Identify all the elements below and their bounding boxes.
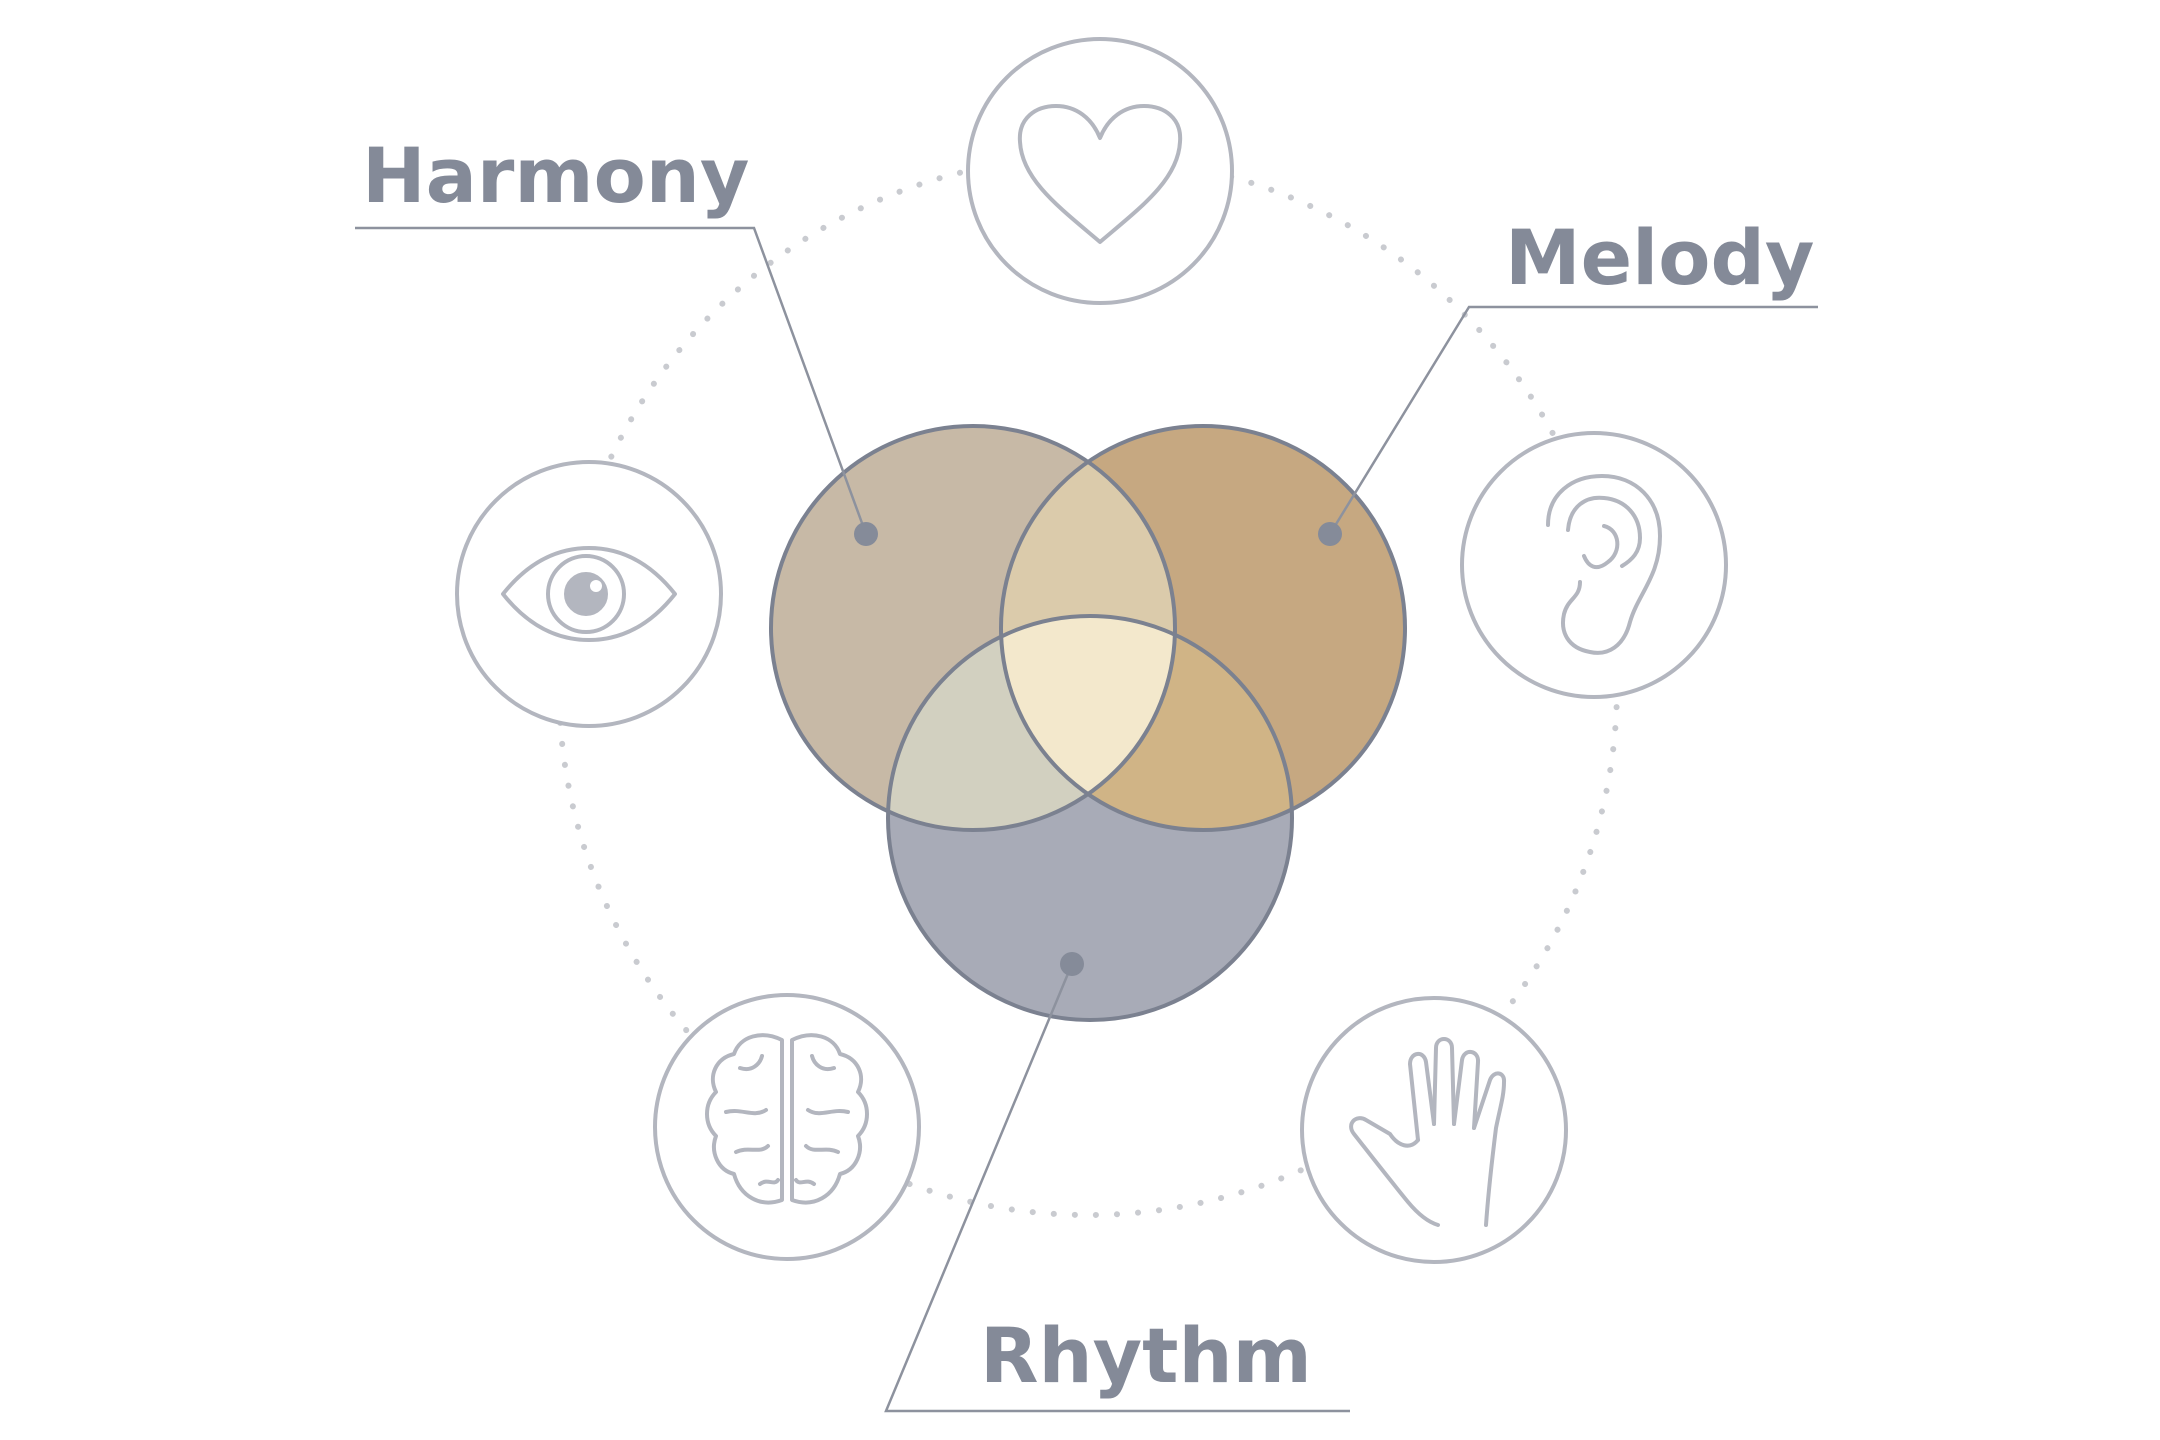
eye-icon — [501, 546, 677, 642]
leader-lines — [355, 226, 1818, 1413]
melody-dot — [1318, 522, 1342, 546]
leader-dots — [854, 522, 1342, 976]
rhythm-dot — [1060, 952, 1084, 976]
melody-leader — [1328, 305, 1818, 535]
venn-circles — [769, 424, 1407, 1022]
rhythm-label: Rhythm — [980, 1311, 1312, 1400]
harmony-leader — [355, 226, 868, 535]
harmony-dot — [854, 522, 878, 546]
hand-icon-badge — [1300, 996, 1568, 1264]
rhythm-outline — [886, 614, 1294, 1022]
hand-icon — [1349, 1037, 1507, 1227]
harmony-outline — [769, 424, 1177, 832]
heart-icon-badge — [966, 37, 1234, 305]
heart-icon — [1017, 104, 1183, 244]
brain-icon-badge — [653, 993, 921, 1261]
rhythm-leader — [884, 963, 1350, 1413]
sense-icons — [455, 37, 1728, 1264]
melody-label: Melody — [1505, 213, 1814, 302]
ear-icon-badge — [1460, 431, 1728, 699]
brain-icon — [705, 1033, 869, 1205]
ear-icon — [1546, 474, 1662, 655]
eye-icon-badge — [455, 460, 723, 728]
harmony-label: Harmony — [362, 131, 749, 220]
melody-outline — [999, 424, 1407, 832]
